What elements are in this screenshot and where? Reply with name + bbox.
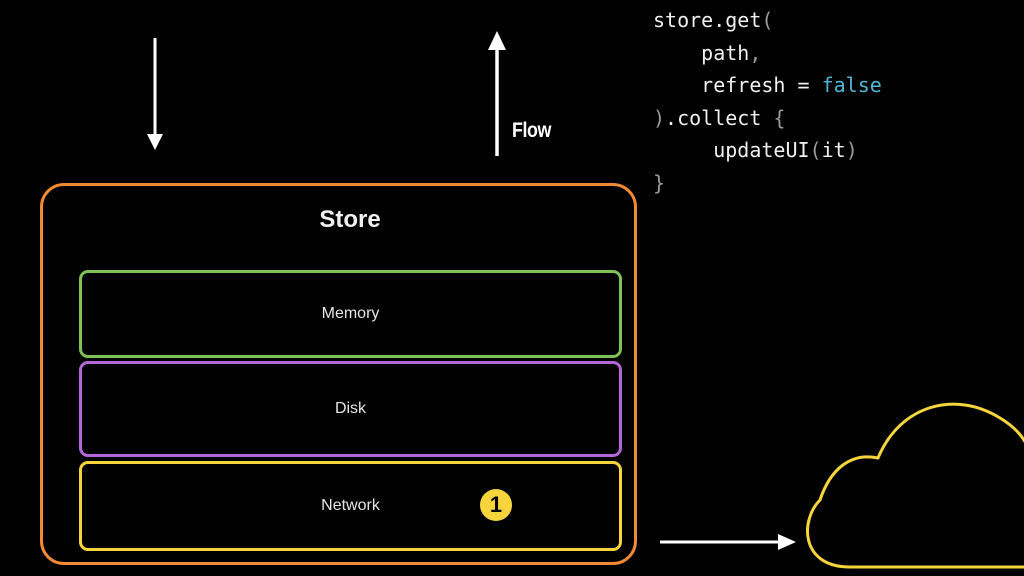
code-line-5: updateUI(it) <box>653 134 882 167</box>
disk-label: Disk <box>334 400 367 417</box>
code-line-4: ).collect { <box>653 102 882 135</box>
code-arg-it: it <box>821 138 846 162</box>
code-line-2: path, <box>653 37 882 70</box>
right-arrow-icon <box>660 534 796 550</box>
code-arg-path: path <box>701 40 750 65</box>
code-line-1: store.get( <box>653 4 882 37</box>
code-comma: , <box>749 40 762 65</box>
code-line-3: refresh = false <box>653 69 882 102</box>
store-title: Store <box>319 206 381 233</box>
disk-layer: Disk <box>79 361 622 457</box>
code-keyword-false: false <box>821 73 882 97</box>
code-equals: = <box>785 73 822 97</box>
cloud-icon <box>806 402 1024 569</box>
flow-label: Flow <box>512 119 551 142</box>
memory-label: Memory <box>321 305 380 322</box>
network-layer: Network <box>79 461 622 551</box>
code-call-collect: .collect <box>665 105 774 130</box>
code-paren: ( <box>761 8 774 32</box>
code-paren: ) <box>845 138 858 162</box>
up-arrow-icon <box>488 31 506 156</box>
code-brace: { <box>773 105 786 130</box>
memory-layer: Memory <box>79 270 622 358</box>
down-arrow-icon <box>147 38 163 150</box>
step-badge: 1 <box>480 489 512 521</box>
code-param-refresh: refresh <box>701 73 786 97</box>
code-brace: } <box>653 170 666 195</box>
code-snippet: store.get( path, refresh = false).collec… <box>653 4 882 199</box>
store-container <box>40 183 637 565</box>
code-line-6: } <box>653 167 882 200</box>
code-paren: ) <box>653 105 666 130</box>
code-call-get: store.get <box>653 8 762 32</box>
network-label: Network <box>321 497 380 514</box>
code-call-updateui: updateUI <box>713 138 810 162</box>
code-paren: ( <box>809 138 822 162</box>
